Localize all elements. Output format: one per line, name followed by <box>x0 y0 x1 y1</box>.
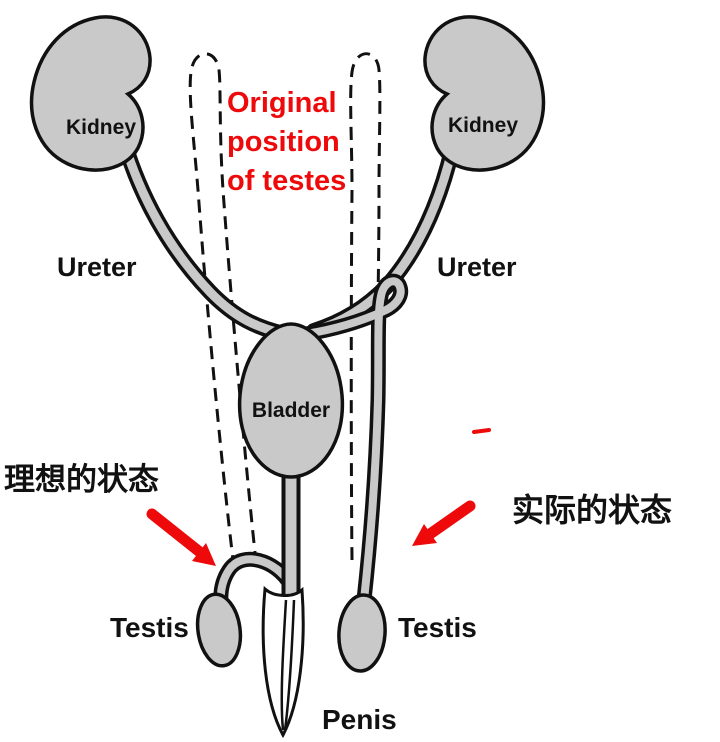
testis-right-shape <box>337 593 387 673</box>
kidney-left-label: Kidney <box>66 116 136 139</box>
ureter-right-label: Ureter <box>437 252 517 282</box>
ideal-state-label: 理想的状态 <box>4 462 159 497</box>
original-position-line1: Original <box>227 87 337 119</box>
arrow-ideal-state <box>146 508 216 566</box>
arrow-actual-state <box>412 500 476 546</box>
testis-left-label: Testis <box>110 612 189 643</box>
arrow-actual-shaft <box>424 500 476 540</box>
vas-deferens-right-tube <box>302 277 405 604</box>
cord-left-tube <box>216 555 294 607</box>
testis-right-label: Testis <box>398 612 477 643</box>
original-position-path-left <box>188 52 258 569</box>
testis-left-shape <box>195 592 243 668</box>
penis-urethra-line-left <box>280 599 288 731</box>
red-tick-mark <box>472 428 491 434</box>
original-position-label: Original position of testes <box>227 87 346 197</box>
arrow-actual-head <box>412 524 437 546</box>
original-position-line3: of testes <box>227 165 346 197</box>
bladder-label: Bladder <box>252 399 330 422</box>
arrow-ideal-head <box>192 543 216 566</box>
ureter-left-tube <box>119 137 289 339</box>
original-position-path-right <box>349 52 382 561</box>
actual-state-label: 实际的状态 <box>512 492 672 528</box>
arrow-ideal-shaft <box>146 508 207 559</box>
kidney-left-shape <box>29 15 152 172</box>
kidney-right-label: Kidney <box>448 114 518 137</box>
penis-urethra-line-right <box>283 599 296 731</box>
kidney-right-shape <box>423 15 546 172</box>
bladder-shape <box>237 322 345 479</box>
ureter-left-label: Ureter <box>57 252 137 282</box>
original-position-line2: position <box>227 126 340 158</box>
penis-label: Penis <box>322 704 397 735</box>
